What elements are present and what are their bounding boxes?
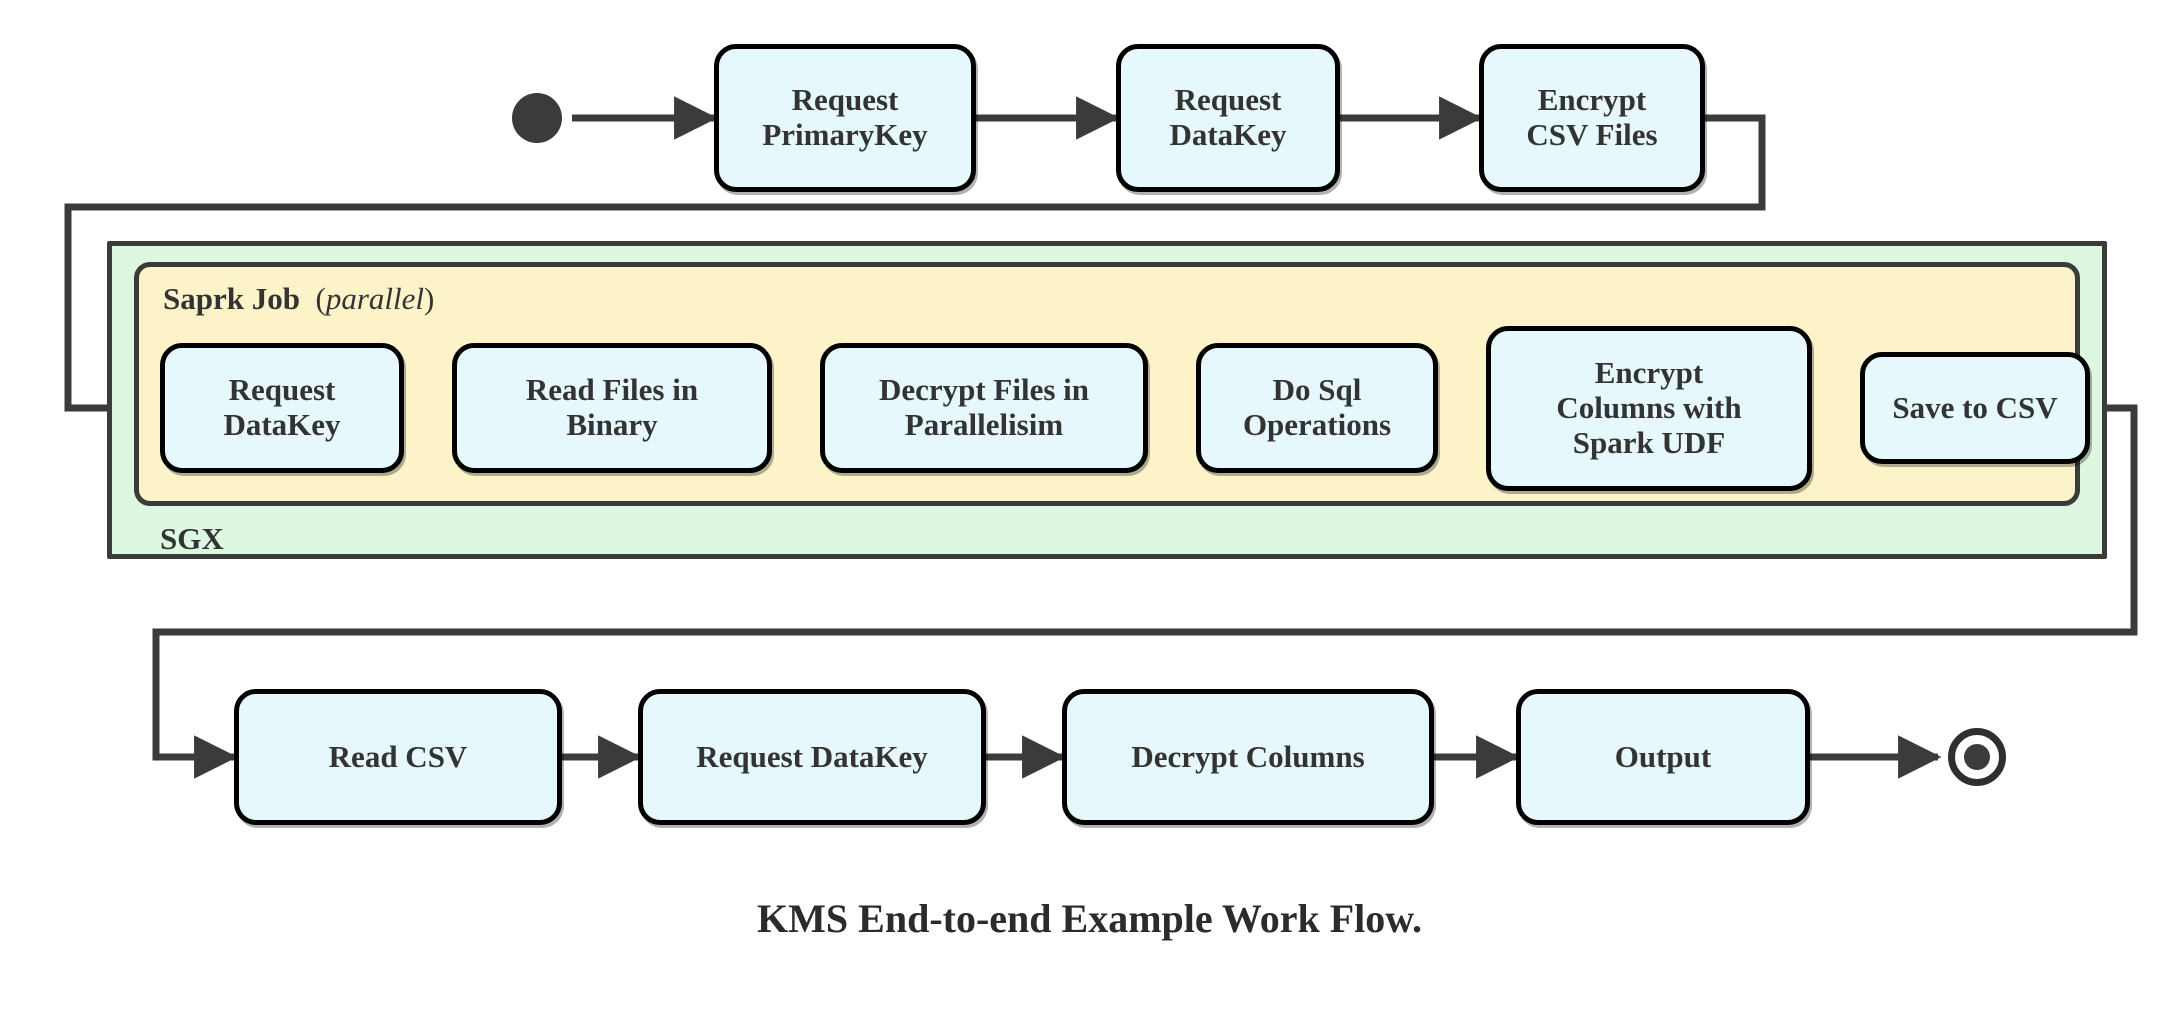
node-read-csv[interactable]: Read CSV (234, 689, 562, 825)
end-node-inner-dot (1964, 744, 1990, 770)
node-label: Save to CSV (1892, 389, 2058, 425)
spark-job-annotation: (parallel) (315, 281, 435, 316)
node-read-files-in-binary[interactable]: Read Files in Binary (452, 343, 772, 473)
node-decrypt-files-in-parallelisim[interactable]: Decrypt Files in Parallelisim (820, 343, 1148, 473)
node-label: Decrypt Columns (1131, 738, 1365, 774)
node-decrypt-columns[interactable]: Decrypt Columns (1062, 689, 1434, 825)
node-request-datakey-top[interactable]: Request DataKey (1116, 44, 1340, 192)
container-spark-job-label: Saprk Job (parallel) (163, 281, 434, 317)
node-label: Request DataKey (223, 372, 341, 442)
node-save-to-csv[interactable]: Save to CSV (1860, 352, 2090, 464)
diagram-caption: KMS End-to-end Example Work Flow. (757, 896, 1422, 941)
node-encrypt-csv-files[interactable]: Encrypt CSV Files (1479, 44, 1705, 192)
container-sgx-label: SGX (160, 521, 224, 556)
node-label: Output (1614, 738, 1712, 774)
node-label: Request DataKey (1169, 82, 1287, 152)
node-do-sql-operations[interactable]: Do Sql Operations (1196, 343, 1438, 473)
node-request-datakey-spark[interactable]: Request DataKey (160, 343, 404, 473)
node-label: Read CSV (328, 738, 468, 774)
start-node (512, 93, 562, 143)
end-node (1948, 728, 2006, 786)
node-request-primarykey[interactable]: Request PrimaryKey (714, 44, 976, 192)
node-label: Encrypt Columns with Spark UDF (1556, 355, 1742, 460)
node-request-datakey-bottom[interactable]: Request DataKey (638, 689, 986, 825)
spark-job-title: Saprk Job (163, 281, 300, 316)
node-label: Encrypt CSV Files (1526, 82, 1658, 152)
node-label: Read Files in Binary (525, 372, 699, 442)
spark-job-annotation-italic: parallel (325, 281, 424, 316)
node-output[interactable]: Output (1516, 689, 1810, 825)
node-encrypt-columns-with-spark-udf[interactable]: Encrypt Columns with Spark UDF (1486, 326, 1812, 491)
node-label: Do Sql Operations (1242, 372, 1392, 442)
node-label: Request PrimaryKey (762, 82, 928, 152)
node-label: Decrypt Files in Parallelisim (878, 372, 1090, 442)
node-label: Request DataKey (696, 738, 928, 774)
